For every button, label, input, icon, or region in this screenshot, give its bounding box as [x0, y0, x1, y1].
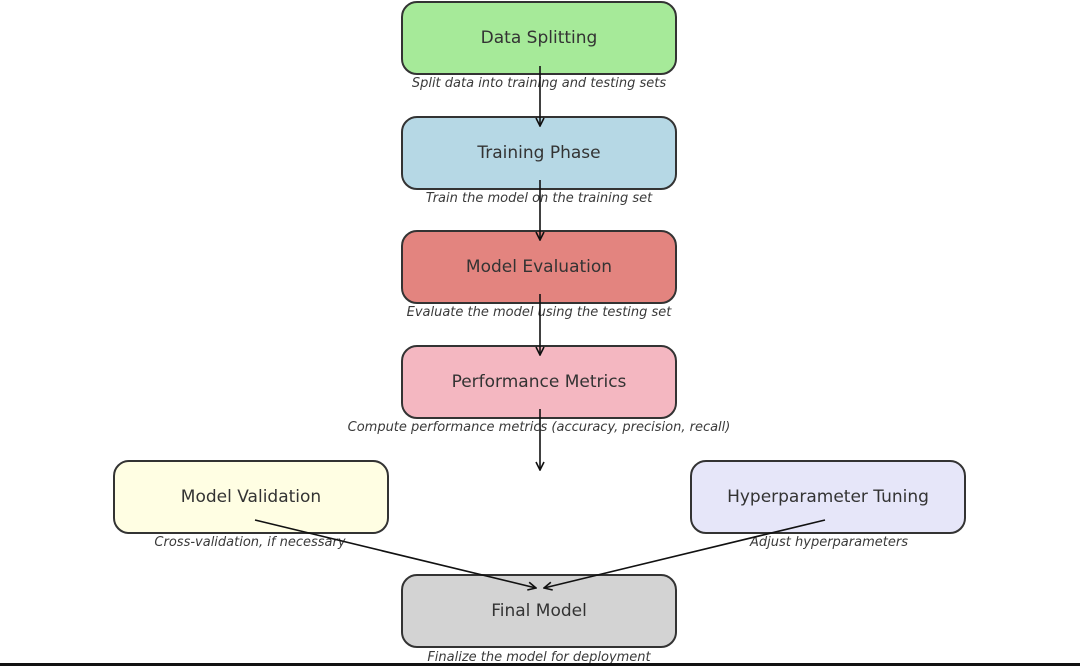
node-final-model: Final Model — [401, 574, 677, 648]
caption-performance-metrics: Compute performance metrics (accuracy, p… — [347, 420, 731, 435]
bottom-divider — [0, 663, 1080, 666]
caption-model-validation: Cross-validation, if necessary — [154, 535, 346, 550]
caption-data-splitting: Split data into training and testing set… — [411, 76, 667, 91]
caption-hyperparameter-tuning: Adjust hyperparameters — [750, 535, 908, 550]
caption-model-evaluation: Evaluate the model using the testing set — [406, 305, 672, 320]
edge-hyperparameter-tuning-to-final-model — [544, 519, 826, 588]
node-hyperparameter-tuning: Hyperparameter Tuning — [690, 460, 966, 534]
node-performance-metrics: Performance Metrics — [401, 345, 677, 419]
caption-final-model: Finalize the model for deployment — [427, 650, 651, 665]
node-model-validation: Model Validation — [113, 460, 389, 534]
node-data-splitting: Data Splitting — [401, 1, 677, 75]
node-training-phase: Training Phase — [401, 116, 677, 190]
edge-model-validation-to-final-model — [254, 519, 536, 588]
caption-training-phase: Train the model on the training set — [425, 191, 653, 206]
node-model-evaluation: Model Evaluation — [401, 230, 677, 304]
